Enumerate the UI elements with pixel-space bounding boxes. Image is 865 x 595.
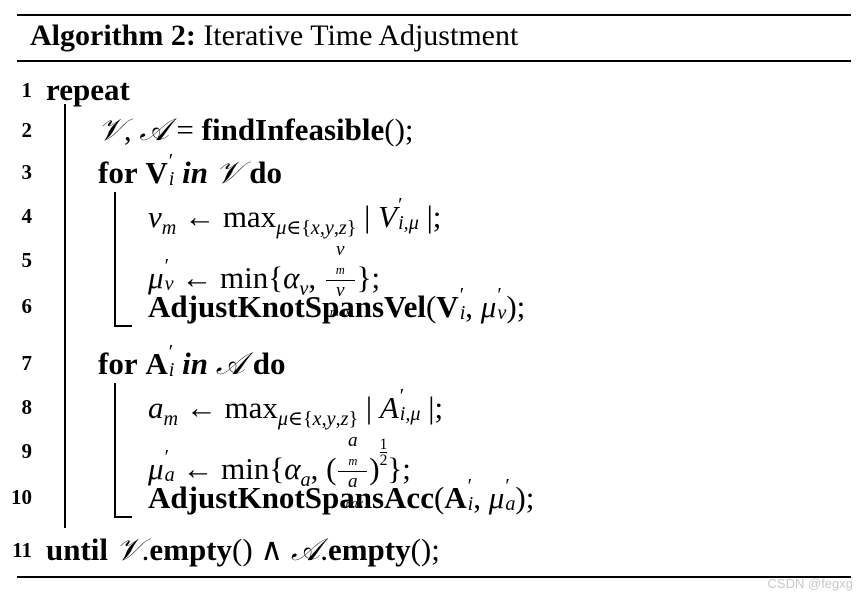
line-number: 8 — [21, 395, 33, 419]
line-number: 3 — [21, 160, 33, 184]
function-empty: empty — [149, 532, 233, 567]
code-line-7: for A′i in 𝒜 do — [98, 341, 286, 383]
keyword-do: do — [252, 346, 286, 382]
keyword-for: for — [98, 346, 138, 382]
code-line-2: 𝒱, 𝒜 = findInfeasible(); — [98, 112, 414, 148]
line-number: 7 — [21, 351, 33, 375]
code-line-4: vm ← maxμ∈{x,y,z} | V′i,μ |; — [148, 194, 442, 240]
caption-rule — [17, 60, 851, 62]
repeat-block-bar — [64, 104, 66, 528]
line-number: 11 — [12, 538, 32, 562]
algorithm-title: Iterative Time Adjustment — [203, 19, 519, 52]
bottom-rule — [17, 576, 851, 578]
for-block-bar-1 — [114, 192, 116, 326]
line-number: 1 — [21, 78, 33, 102]
line-number: 10 — [11, 485, 32, 509]
keyword-until: until — [46, 532, 109, 567]
line-number: 2 — [21, 118, 33, 142]
function-find-infeasible: findInfeasible — [201, 112, 385, 147]
for-block-bar-2 — [114, 383, 116, 517]
line-number: 5 — [21, 248, 33, 272]
keyword-do: do — [249, 155, 283, 191]
line-number: 6 — [21, 294, 33, 318]
for-block-end-1 — [114, 325, 132, 327]
function-adjust-vel: AdjustKnotSpansVel — [148, 289, 426, 325]
top-rule — [17, 14, 851, 16]
line-number: 9 — [21, 439, 33, 463]
code-line-1: repeat — [46, 70, 130, 110]
code-line-6: AdjustKnotSpansVel(V′i, μ′v); — [148, 284, 526, 325]
code-line-11: until 𝒱.empty() ∧ 𝒜.empty(); — [46, 532, 440, 568]
function-empty: empty — [327, 532, 411, 567]
code-line-3: for V′i in 𝒱 do — [98, 150, 283, 192]
line-number: 4 — [21, 204, 33, 228]
watermark: CSDN @fegxg — [767, 576, 853, 591]
keyword-repeat: repeat — [46, 72, 130, 107]
algorithm-caption: Algorithm 2: Iterative Time Adjustment — [30, 17, 518, 55]
keyword-in: in — [182, 346, 208, 382]
function-adjust-acc: AdjustKnotSpansAcc — [148, 480, 434, 516]
code-line-8: am ← maxμ∈{x,y,z} | A′i,μ |; — [148, 385, 444, 431]
algorithm-label: Algorithm 2: — [30, 19, 196, 52]
keyword-in: in — [182, 155, 208, 191]
code-line-10: AdjustKnotSpansAcc(A′i, μ′a); — [148, 475, 535, 516]
keyword-for: for — [98, 155, 138, 191]
for-block-end-2 — [114, 516, 132, 518]
